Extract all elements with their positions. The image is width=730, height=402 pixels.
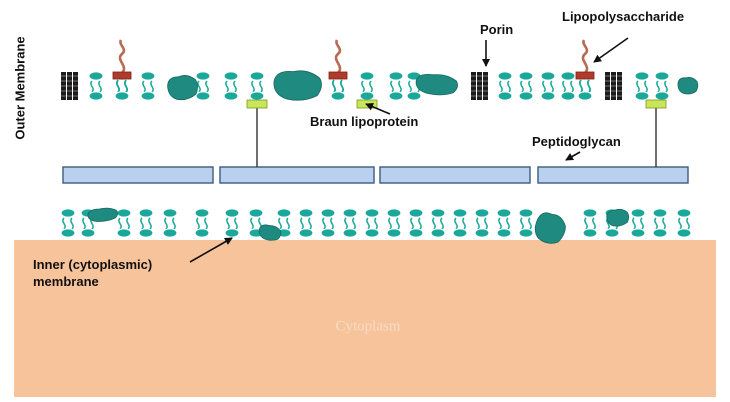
phospholipid-icon [387,209,401,237]
lipoprotein-icon [646,100,666,108]
lipoprotein-icon [247,100,267,108]
phospholipid-icon [677,209,691,237]
phospholipid-icon [321,209,335,237]
phospholipid-icon [389,72,403,100]
protein-icon [678,77,698,94]
peptidoglycan-label: Peptidoglycan [532,134,621,149]
lipopolysaccharide-icon [329,40,347,100]
phospholipid-icon [299,209,313,237]
phospholipid-icon [519,72,533,100]
phospholipid-icon [519,209,533,237]
peptidoglycan-segment [63,167,213,183]
peptidoglycan-segment [538,167,688,183]
phospholipid-icon [635,72,649,100]
porin-icon [471,72,488,100]
inner-membrane-label-line2: membrane [33,274,99,289]
porin-icon [605,72,622,100]
outer-membrane-label: Outer Membrane [13,36,28,139]
phospholipid-icon [561,72,575,100]
phospholipid-icon [225,209,239,237]
phospholipid-icon [655,72,669,100]
phospholipid-icon [224,72,238,100]
braun-lipoprotein-label: Braun lipoprotein [310,114,418,129]
protein-icon [258,224,282,242]
phospholipid-icon [196,72,210,100]
phospholipid-icon [475,209,489,237]
phospholipid-icon [409,209,423,237]
phospholipid-icon [453,209,467,237]
inner-membrane-label: Inner (cytoplasmic) [33,257,152,272]
phospholipid-icon [653,209,667,237]
phospholipid-icon [343,209,357,237]
outer-membrane [61,40,698,108]
phospholipid-icon [250,72,264,100]
phospholipid-icon [163,209,177,237]
phospholipid-icon [431,209,445,237]
phospholipid-icon [139,209,153,237]
cytoplasm-label: Cytoplasm [335,319,400,336]
phospholipid-icon [541,72,555,100]
porin-icon [61,72,78,100]
protein-icon [166,74,199,102]
protein-icon [274,71,322,100]
porin-label: Porin [480,22,513,37]
phospholipid-icon [365,209,379,237]
phospholipid-icon [141,72,155,100]
lipopolysaccharide-label: Lipopolysaccharide [562,9,684,24]
phospholipid-icon [360,72,374,100]
phospholipid-icon [631,209,645,237]
phospholipid-icon [61,209,75,237]
phospholipid-icon [117,209,131,237]
phospholipid-icon [195,209,209,237]
phospholipid-icon [89,72,103,100]
phospholipid-icon [497,209,511,237]
phospholipid-icon [583,209,597,237]
peptidoglycan-segment [380,167,530,183]
protein-icon [415,73,458,96]
peptidoglycan-segment [220,167,374,183]
lipopolysaccharide-icon [576,40,594,100]
phospholipid-icon [498,72,512,100]
